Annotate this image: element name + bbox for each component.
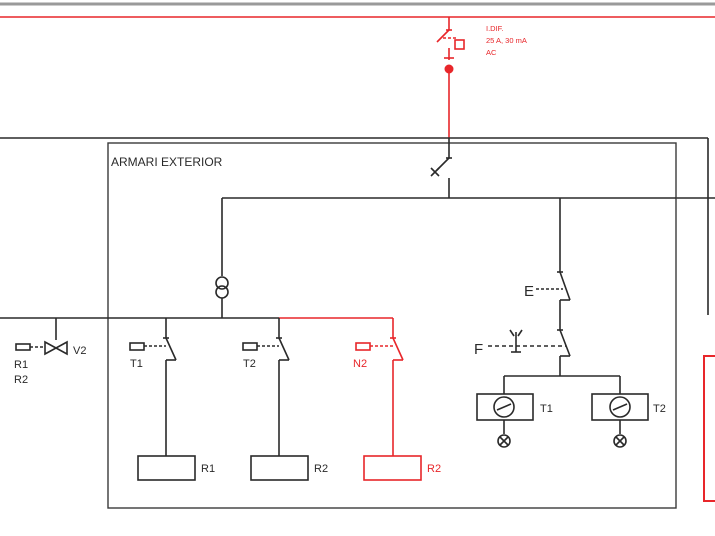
differential-breaker-icon	[436, 17, 465, 138]
valve-icon	[15, 318, 68, 356]
lamp-icon	[613, 434, 627, 448]
control-e-label: E	[524, 283, 534, 300]
timer-icon	[591, 393, 649, 434]
timer-t1-label: T1	[540, 403, 553, 415]
relay-r2-red-label: R2	[427, 463, 441, 475]
valve-label: V2	[73, 345, 86, 357]
switch-t2-label: T2	[243, 358, 256, 370]
contact-switch-icon	[355, 337, 404, 456]
contact-switch-icon	[242, 318, 290, 456]
valve-code-2: R2	[14, 374, 28, 386]
switch-t1-label: T1	[130, 358, 143, 370]
timer-t2-label: T2	[653, 403, 666, 415]
relay-coil-icon	[137, 455, 196, 481]
contact-switch-icon	[129, 318, 177, 456]
timer-icon	[476, 393, 534, 434]
photocell-icon	[488, 329, 571, 376]
right-panel-red	[703, 355, 715, 502]
relay-coil-icon	[250, 455, 309, 481]
contact-switch-icon	[536, 198, 571, 330]
relay-r2-label: R2	[314, 463, 328, 475]
enclosure-title: ARMARI EXTERIOR	[111, 155, 223, 169]
enclosure-box	[107, 142, 677, 509]
transformer-icon	[215, 276, 229, 318]
differential-label-line2: 25 A, 30 mA	[486, 36, 527, 45]
differential-label-line1: I.DIF.	[486, 24, 504, 33]
lamp-icon	[497, 434, 511, 448]
control-f-label: F	[474, 341, 483, 358]
switch-n2-label: N2	[353, 358, 367, 370]
relay-r1-label: R1	[201, 463, 215, 475]
disconnector-switch-icon	[430, 138, 452, 198]
relay-coil-icon	[363, 455, 422, 481]
differential-label-line3: AC	[486, 48, 497, 57]
valve-code-1: R1	[14, 359, 28, 371]
